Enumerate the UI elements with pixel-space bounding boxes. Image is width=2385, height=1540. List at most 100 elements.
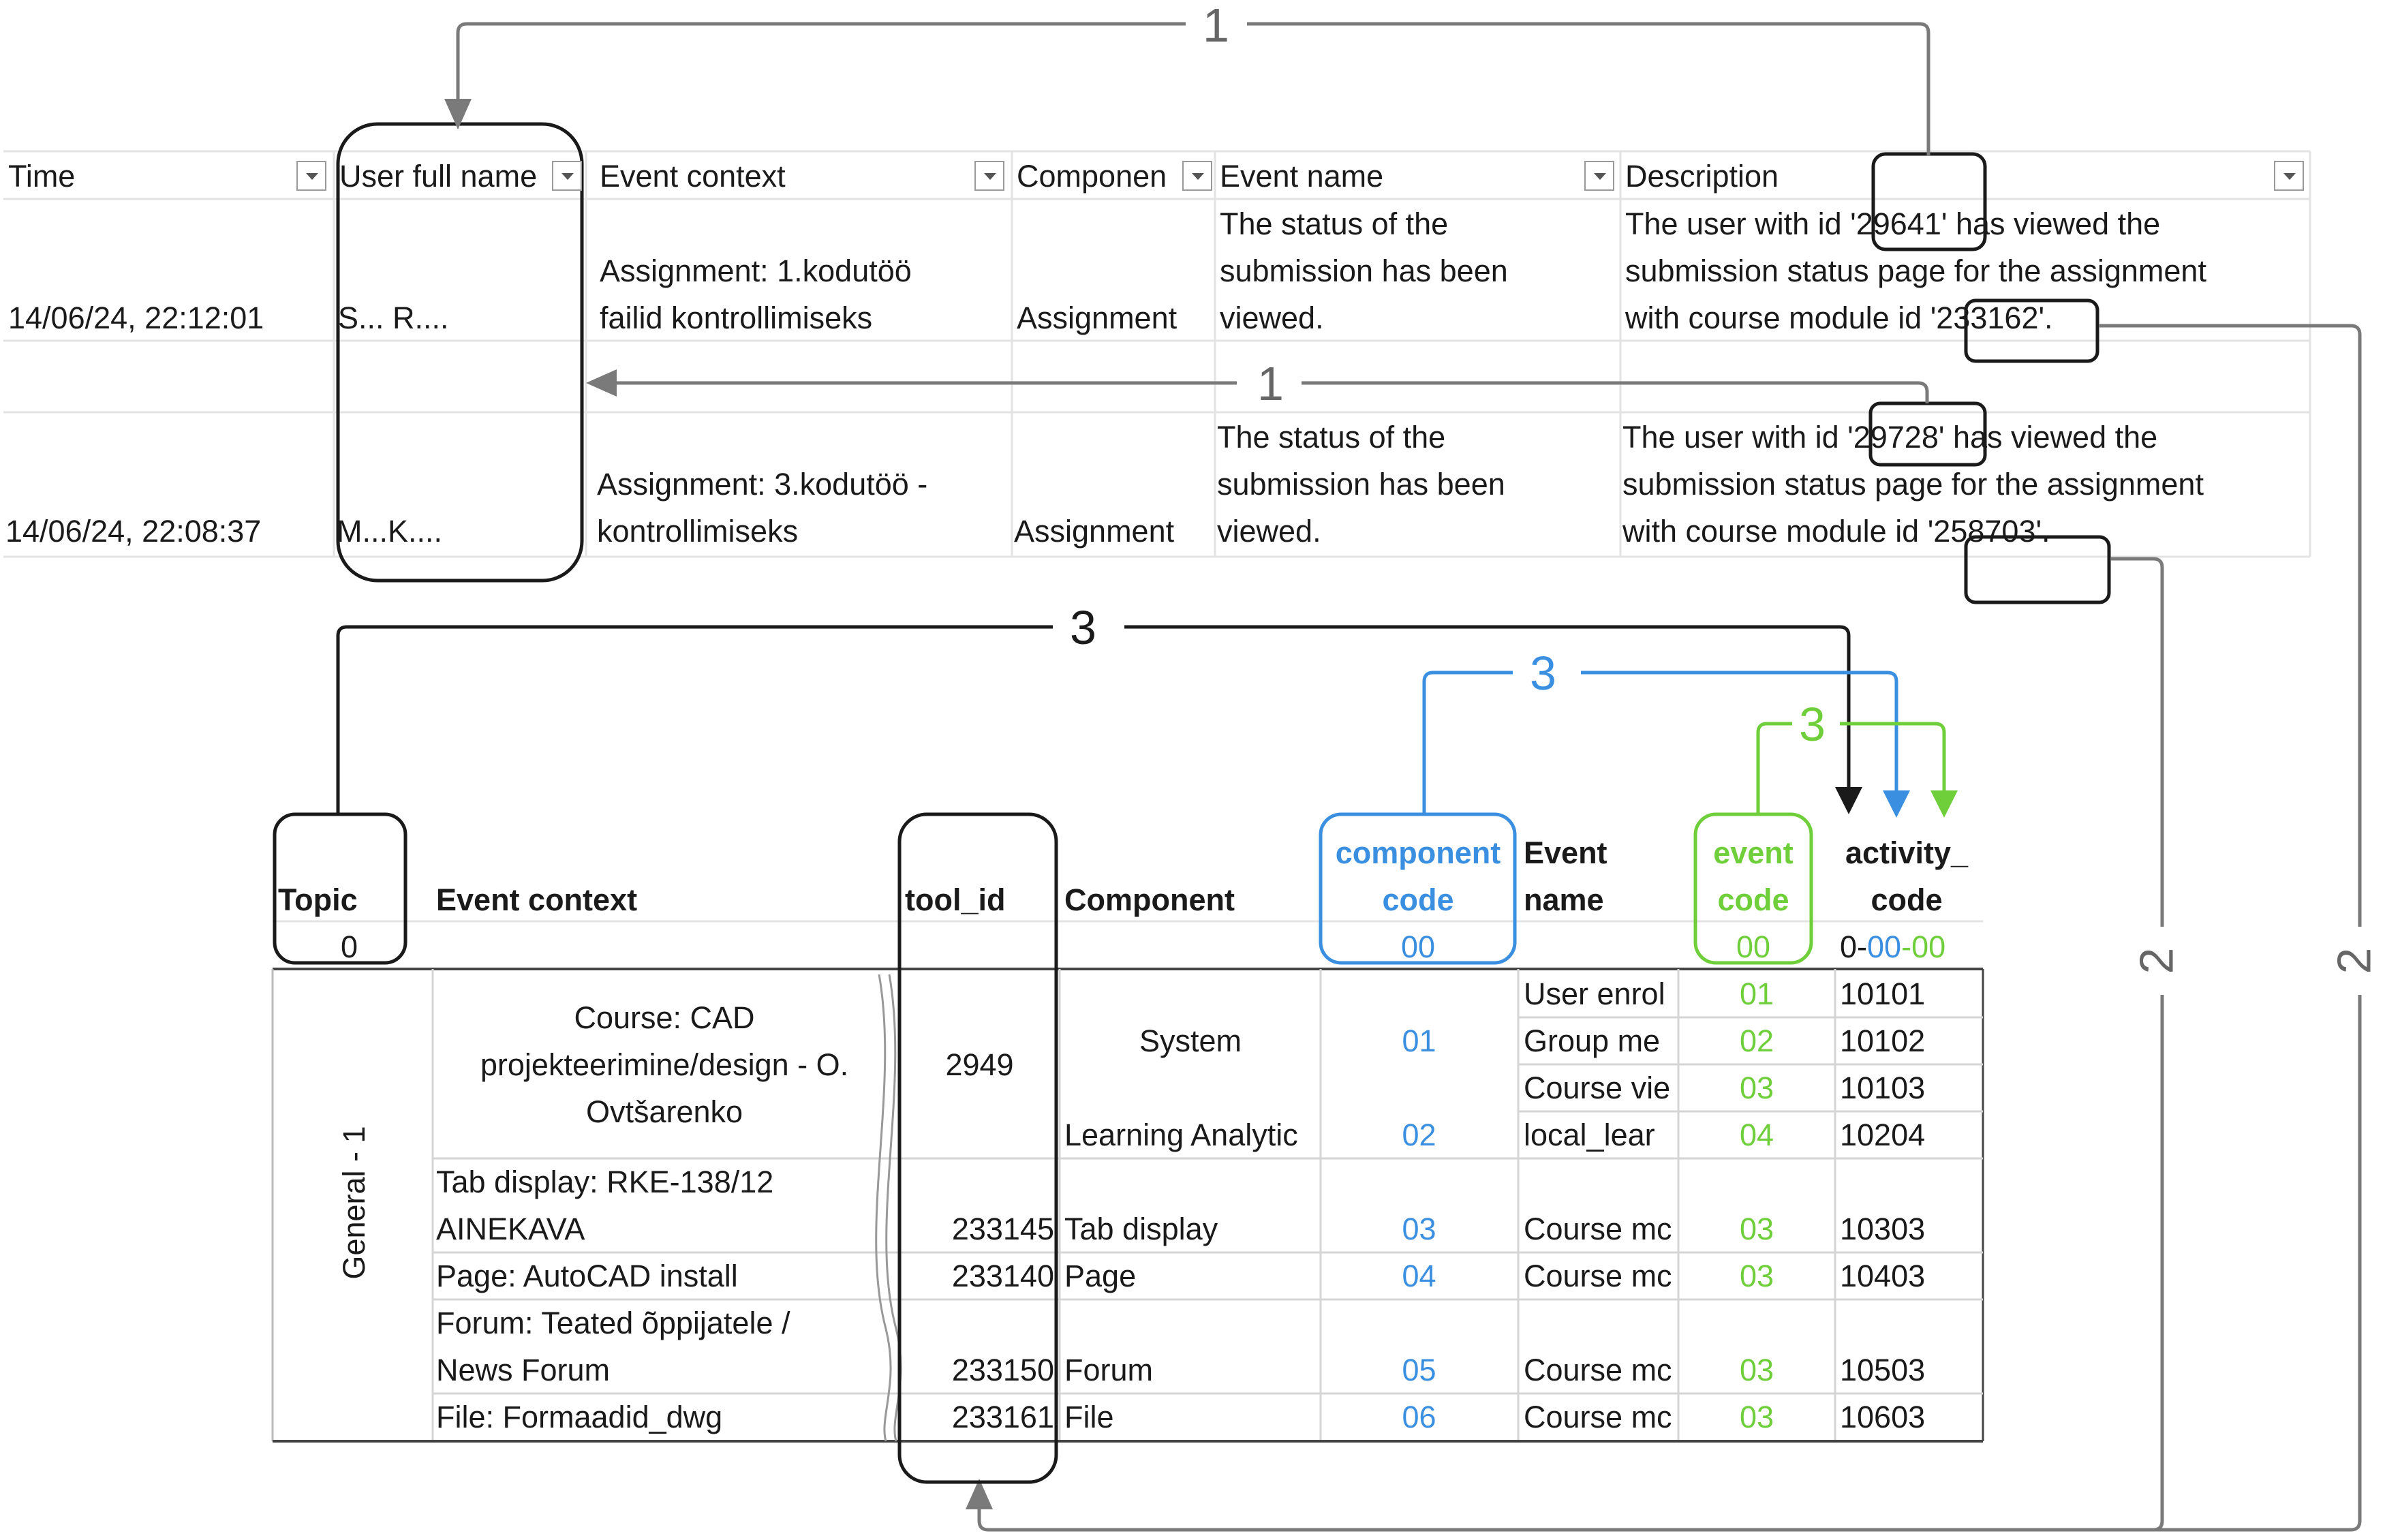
event-code-format: 00	[1736, 929, 1771, 964]
component-cell: Tab display	[1064, 1212, 1218, 1246]
cell-component: Assignment	[1014, 514, 1175, 549]
event-code-cell: 03	[1739, 1259, 1774, 1293]
header-description: Description	[1625, 159, 1779, 194]
cell-time: 14/06/24, 22:08:37	[5, 514, 262, 549]
header-time: Time	[8, 159, 76, 194]
highlight-boxes-bottom	[273, 812, 1813, 1484]
activity-code-topic-part: 0-	[1840, 929, 1868, 964]
filter-dropdown-component[interactable]	[1182, 161, 1212, 191]
cell-context-line: failid kontrollimiseks	[600, 301, 873, 335]
cell-event-line: The status of the	[1220, 206, 1449, 241]
filter-dropdown-context[interactable]	[974, 161, 1004, 191]
cell-event-line: viewed.	[1220, 301, 1324, 335]
topic-highlight	[273, 812, 407, 965]
tool-id-cell: 233140	[951, 1259, 1054, 1293]
cell-description-line: with course module id '258703'.	[1622, 514, 2050, 549]
cell-event-line: viewed.	[1217, 514, 1321, 549]
filter-dropdown-description[interactable]	[2274, 161, 2304, 191]
step-label-2-outer: 2	[2327, 947, 2381, 974]
cell-time: 14/06/24, 22:12:01	[8, 301, 264, 335]
arrow-2-inner	[2110, 557, 2164, 1532]
event-code-cell: 03	[1739, 1400, 1774, 1434]
module-id-highlight-1	[1964, 298, 2099, 363]
cell-context-line: Assignment: 1.kodutöö	[600, 253, 912, 288]
context-line: Tab display: RKE-138/12	[436, 1165, 774, 1199]
header-event-name: Event	[1524, 835, 1607, 870]
activity-code-cell: 10303	[1840, 1212, 1926, 1246]
activity-code-event-part: -00	[1901, 929, 1946, 964]
component-code-cell: 06	[1402, 1400, 1436, 1434]
header-activity-code: activity_	[1845, 835, 1969, 870]
header-event-code: code	[1717, 882, 1789, 917]
cell-user: M...K....	[337, 514, 443, 549]
event-name-cell: Group me	[1524, 1023, 1661, 1058]
activity-code-cell: 10503	[1840, 1353, 1926, 1387]
event-name-cell: User enrol	[1524, 976, 1665, 1011]
event-name-cell: Course mc	[1524, 1353, 1672, 1387]
context-line: File: Formaadid_dwg	[436, 1400, 723, 1434]
arrow-2-outer	[966, 324, 2362, 1532]
header-tool-id: tool_id	[905, 882, 1006, 917]
cell-context-line: Assignment: 3.kodutöö -	[597, 467, 928, 502]
filter-dropdown-user[interactable]	[552, 161, 582, 191]
cell-description-line: with course module id '233162'.	[1625, 301, 2053, 335]
arrow-3-black	[336, 625, 1862, 814]
topic-group-label: General - 1	[337, 1126, 371, 1280]
header-topic: Topic	[278, 882, 358, 917]
header-component: Component	[1064, 882, 1235, 917]
header-event-name: name	[1524, 882, 1604, 917]
filter-dropdown-event-name[interactable]	[1584, 161, 1614, 191]
context-line: projekteerimine/design - O.	[480, 1047, 849, 1082]
context-line: News Forum	[436, 1353, 611, 1387]
arrow-3-blue	[1422, 671, 1910, 818]
component-code-cell: 02	[1402, 1118, 1436, 1152]
activity-code-cell: 10403	[1840, 1259, 1926, 1293]
cell-context-line: kontrollimiseks	[597, 514, 799, 549]
header-event-code: event	[1713, 835, 1794, 870]
filter-dropdown-time[interactable]	[296, 161, 326, 191]
event-code-cell: 03	[1739, 1071, 1774, 1105]
topic-code: 0	[341, 929, 358, 964]
context-line: Forum: Teated õppijatele /	[436, 1306, 790, 1340]
event-code-highlight	[1693, 812, 1813, 965]
cell-component: Assignment	[1017, 301, 1178, 335]
component-code-format: 00	[1400, 929, 1436, 964]
event-name-cell: Course mc	[1524, 1259, 1672, 1293]
activity-code-component-part: 00	[1867, 929, 1902, 964]
component-code-cell: 04	[1402, 1259, 1436, 1293]
tool-id-cell: 233161	[951, 1400, 1054, 1434]
arrow-1-mid	[586, 369, 1929, 403]
event-code-cell: 03	[1739, 1212, 1774, 1246]
context-line: Page: AutoCAD install	[436, 1259, 738, 1293]
cell-event-line: The status of the	[1217, 420, 1446, 455]
header-component-code: component	[1335, 835, 1501, 870]
component-cell: System	[1139, 1023, 1242, 1058]
component-code-cell: 03	[1402, 1212, 1436, 1246]
tool-id-highlight	[897, 812, 1058, 1484]
component-cell: Forum	[1064, 1353, 1154, 1387]
event-code-cell: 04	[1739, 1118, 1774, 1152]
step-label-1-top: 1	[1203, 0, 1229, 52]
cell-description-line: The user with id '29728' has viewed the	[1622, 420, 2158, 455]
cell-description-line: submission status page for the assignmen…	[1622, 467, 2204, 502]
log-table-grid	[3, 150, 2311, 558]
activity-code-cell: 10603	[1840, 1400, 1926, 1434]
event-name-cell: local_lear	[1524, 1118, 1655, 1152]
context-line: Course: CAD	[574, 1000, 755, 1035]
event-code-cell: 02	[1739, 1023, 1774, 1058]
cell-description-line: The user with id '29641' has viewed the	[1625, 206, 2161, 241]
header-user-full-name: User full name	[339, 159, 538, 194]
step-label-3-black: 3	[1070, 601, 1096, 654]
step-label-2-inner: 2	[2129, 947, 2183, 974]
step-label-3-green: 3	[1799, 698, 1826, 751]
header-event-context: Event context	[436, 882, 638, 917]
event-code-cell: 01	[1739, 976, 1774, 1011]
activity-code-cell: 10102	[1840, 1023, 1926, 1058]
cell-user: S... R....	[338, 301, 449, 335]
module-id-highlight-2	[1964, 535, 2111, 604]
activity-code-cell: 10103	[1840, 1071, 1926, 1105]
header-event-context: Event context	[600, 159, 786, 194]
cell-event-line: submission has been	[1220, 253, 1508, 288]
arrow-1-top	[444, 22, 1930, 155]
